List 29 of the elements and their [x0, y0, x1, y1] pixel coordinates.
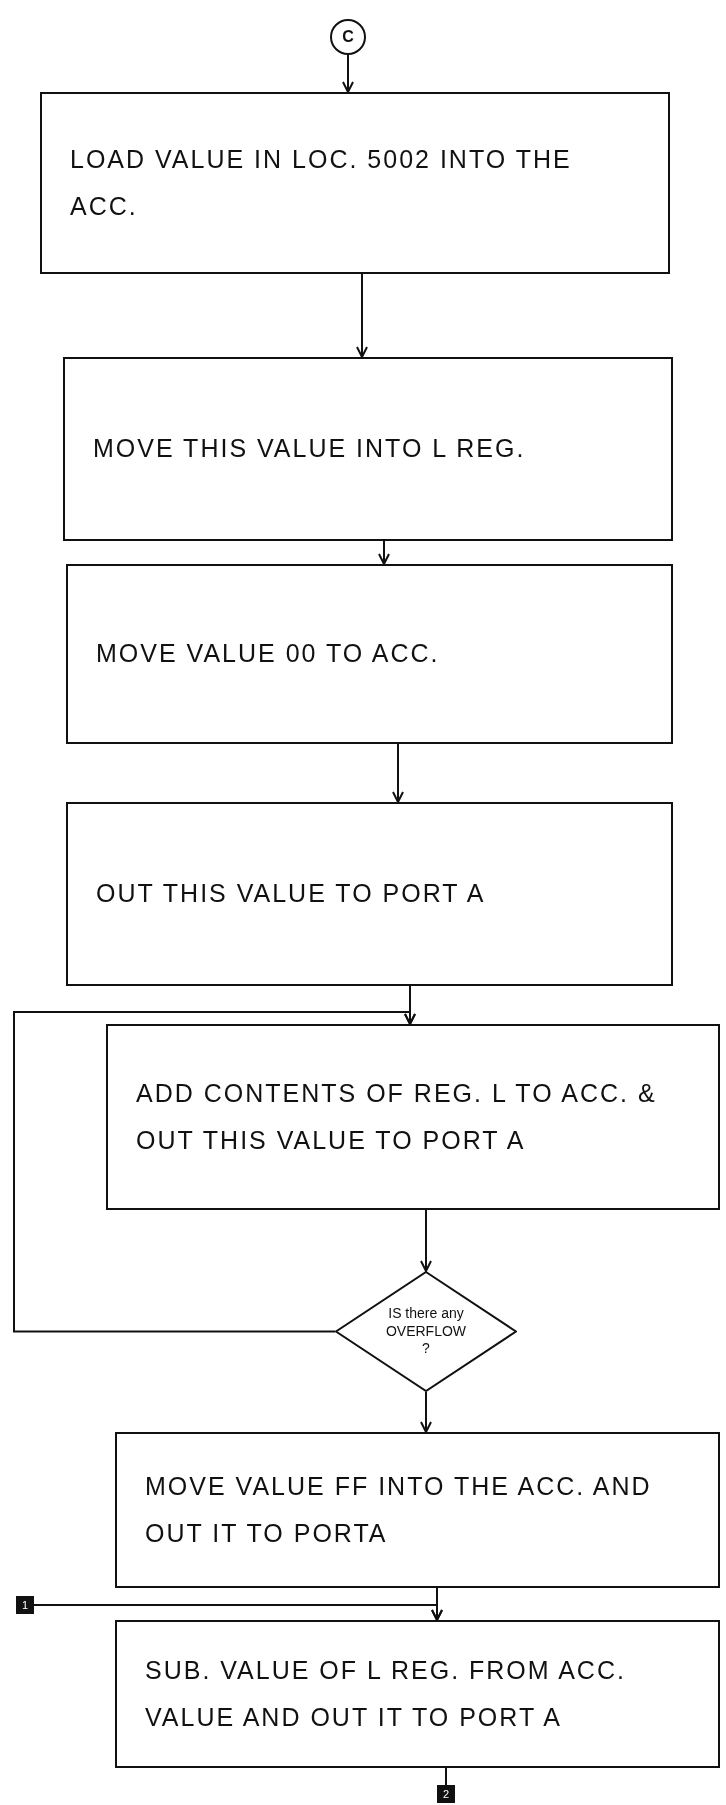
decision-diamond [335, 1271, 517, 1392]
arrow [420, 1209, 432, 1272]
connector-label: C [342, 28, 354, 46]
process-box [115, 1620, 720, 1768]
connector-line [445, 1767, 447, 1786]
process-box [66, 564, 673, 744]
arrow [342, 54, 354, 93]
arrow [356, 273, 368, 358]
connector-circle [330, 19, 366, 55]
arrow [392, 743, 404, 803]
arrow [33, 1604, 443, 1621]
step-text: ADD CONTENTS OF REG. L TO ACC. & OUT THIS VALUE TO PORT A [136, 1077, 658, 1156]
arrow [13, 1011, 416, 1333]
arrow [420, 1391, 432, 1433]
step-text: SUB. VALUE OF L REG. FROM ACC. VALUE AND OUT IT TO PORT A [145, 1654, 627, 1733]
process-box [40, 92, 670, 274]
step-text: OUT THIS VALUE TO PORT A [96, 878, 487, 910]
connector-label: 2 [442, 1788, 450, 1800]
connector-label: 1 [21, 1599, 29, 1611]
arrow [378, 540, 390, 565]
step-text: MOVE VALUE 00 TO ACC. [96, 638, 441, 670]
step-text: MOVE THIS VALUE INTO L REG. [93, 433, 527, 465]
process-box [115, 1432, 720, 1588]
process-box [106, 1024, 720, 1210]
step-text: MOVE VALUE FF INTO THE ACC. AND OUT IT TO PORTA [145, 1470, 653, 1549]
decision-text: IS there any OVERFLOW ? [384, 1305, 468, 1358]
step-text: LOAD VALUE IN LOC. 5002 INTO THE ACC. [70, 143, 573, 222]
process-box [63, 357, 673, 541]
process-box [66, 802, 673, 986]
